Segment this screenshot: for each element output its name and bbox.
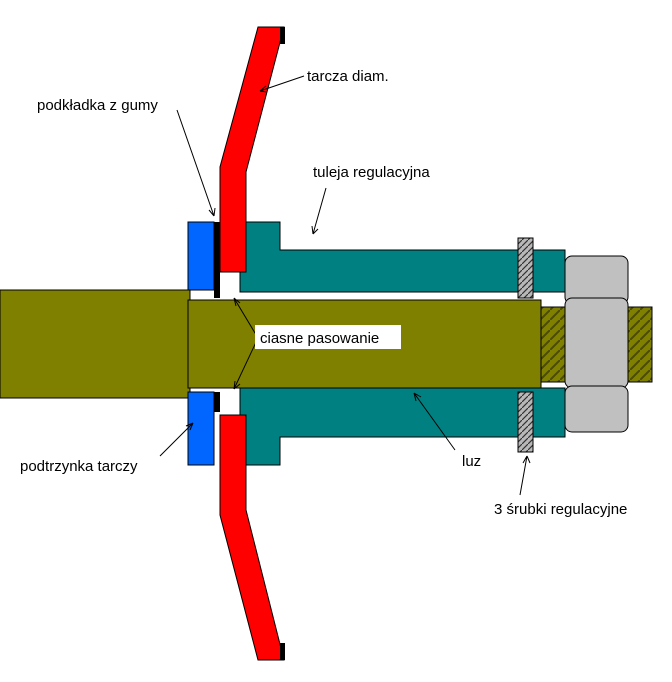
label-tarcza: tarcza diam. [307,68,389,85]
arrow-ciasne-lower [233,337,259,390]
main-shaft [0,289,191,399]
arrow-podtrzynka [159,422,194,457]
label-srubki: 3 śrubki regulacyjne [494,501,627,518]
label-ciasne-background [255,325,401,349]
disc-support-lower [187,391,215,466]
arrow-podkladka [176,109,216,217]
rubber-washer-lower [214,392,220,412]
leader-lines [159,75,531,496]
diamond-disc-upper-edge [280,27,285,44]
adjusting-sleeve-lower [239,387,566,466]
hex-nut [564,255,629,433]
label-tuleja: tuleja regulacyjna [313,164,430,181]
rubber-washer-upper [214,222,220,298]
label-podkladka: podkładka z gumy [37,97,158,114]
adjusting-sleeve [239,221,566,293]
diamond-disc-lower-edge [280,643,285,660]
disc-support-upper [187,221,215,291]
adjusting-screw-upper [517,237,534,299]
label-podtrzynka: podtrzynka tarczy [20,458,138,475]
arrow-tarcza [259,75,305,93]
arrow-srubki [519,455,531,496]
label-ciasne: ciasne pasowanie [260,330,379,347]
label-luz: luz [462,453,481,470]
arrow-tuleja [311,187,327,235]
adjusting-screw-lower [517,391,534,453]
arrow-luz [413,392,456,451]
arrow-ciasne-upper [233,297,259,339]
